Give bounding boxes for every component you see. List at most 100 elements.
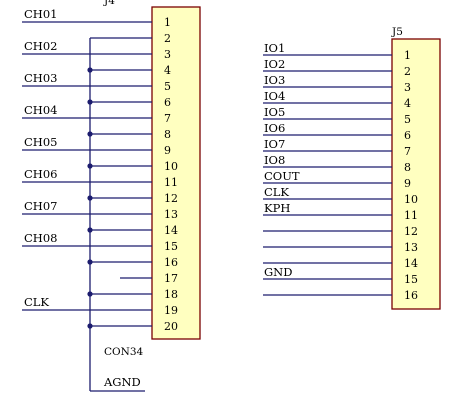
j4-pin-number: 16 [164,256,178,269]
j5-designator: J5 [391,26,403,38]
j5-pin-number: 9 [404,177,411,190]
j4-pin-row: 13 CH07 [22,199,178,221]
junction-dot [87,67,93,73]
j4-net-label: CH05 [24,135,57,149]
j4-pin-number: 9 [164,144,171,157]
j5-net-label: IO7 [264,137,285,151]
j5-pin-number: 4 [404,97,411,110]
j5-net-label: IO2 [264,57,285,71]
j4-pin-number: 13 [164,208,178,221]
j4-designator: J4 [103,0,115,7]
j4-pin-number: 1 [164,16,171,29]
j4-net-label: CH04 [24,103,57,117]
j4-pin-number: 3 [164,48,171,61]
j5-pin-row: 1 IO1 [263,41,411,62]
j4-pin-row: 5 CH03 [22,71,171,93]
j4-pin-number: 20 [164,320,178,333]
j5-pins: 1 IO1 2 IO2 3 IO3 4 IO4 5 IO5 6 IO6 7 IO7 8 IO8 9 COUT 10C… [263,41,418,302]
j4-pin-row: 9 CH05 [22,135,171,157]
j5-pin-number: 5 [404,113,411,126]
j4-pin-row: 3 CH02 [22,39,171,61]
j5-net-label: IO4 [264,89,285,103]
j5-pin-number: 3 [404,81,411,94]
j5-pin-number: 1 [404,49,411,62]
j4-pins: 1CH0123CH0245CH0367CH0489CH051011CH06121… [22,7,178,333]
j5-pin-row: 3 IO3 [263,73,411,94]
junction-dot [87,131,93,137]
j4-pin-number: 12 [164,192,178,205]
j4-net-label: CLK [24,295,49,309]
j4-pin-row: 11 CH06 [22,167,178,189]
j5-pin-row: 16 [263,289,418,302]
j5-pin-number: 14 [404,257,418,270]
j4-body [151,6,201,340]
j5-net-label: IO5 [264,105,285,119]
j5-pin-number: 2 [404,65,411,78]
j5-pin-row: 4 IO4 [263,89,411,110]
j4-pin-number: 10 [164,160,178,173]
j4-net-label: CH02 [24,39,57,53]
j4-pin-number: 11 [164,176,178,189]
j5-pin-number: 11 [404,209,418,222]
j4-pin-number: 18 [164,288,178,301]
j5-net-label: IO6 [264,121,285,135]
j5-pin-number: 6 [404,129,411,142]
j4-pin-number: 4 [164,64,171,77]
j5-net-label: CLK [264,185,289,199]
j4-part-label: CON34 [104,346,144,358]
j4-pin-number: 8 [164,128,171,141]
j5-pin-number: 13 [404,241,418,254]
j4-pin-number: 5 [164,80,171,93]
j5-net-label: COUT [264,169,300,183]
j4-pin-number: 15 [164,240,178,253]
j5-pin-row: 8 IO8 [263,153,411,174]
j5-pin-row: 12 [263,225,418,238]
j4-pin-row: 20 [87,320,178,333]
j4-pin-row: 12 [87,192,178,205]
junction-dot [87,99,93,105]
j5-body [391,38,441,310]
j5-pin-number: 8 [404,161,411,174]
j5-net-label: IO3 [264,73,285,87]
j4-pin-row: 6 [87,96,171,109]
j4-pin-row: 17 [120,272,178,285]
j5-net-label: IO8 [264,153,285,167]
j4-pin-row: 18 [87,288,178,301]
j5-pin-row: 5 IO5 [263,105,411,126]
j4-net-label: CH08 [24,231,57,245]
j5-pin-row: 15 GND [263,265,418,286]
j4-pin-number: 6 [164,96,171,109]
j5-net-label: GND [264,265,292,279]
j4-pin-number: 14 [164,224,178,237]
j4-pin-number: 2 [164,32,171,45]
j4-pin-row: 15 CH08 [22,231,178,253]
j4-net-label: CH03 [24,71,57,85]
j5-net-label: KPH [264,201,290,215]
j5-pin-number: 15 [404,273,418,286]
j4-pin-row: 8 [87,128,171,141]
junction-dot [87,291,93,297]
connector-j4: J4 AGND CON34 1CH0123CH0245CH0367CH0489C… [22,0,201,392]
junction-dot [87,163,93,169]
junction-dot [87,259,93,265]
j4-net-label: CH06 [24,167,57,181]
j5-pin-number: 7 [404,145,411,158]
j4-pin-row: 7 CH04 [22,103,171,125]
junction-dot [87,227,93,233]
junction-dot [87,195,93,201]
j4-pin-row: 10 [87,160,178,173]
j5-pin-number: 12 [404,225,418,238]
connector-j5: J5 1 IO1 2 IO2 3 IO3 4 IO4 5 IO5 6 IO6 7 IO7 8 IO8 9 COUT… [263,26,441,310]
j5-pin-number: 16 [404,289,418,302]
j4-pin-row: 4 [87,64,171,77]
j5-net-label: IO1 [264,41,285,55]
agnd-label: AGND [103,375,141,389]
j4-net-label: CH07 [24,199,57,213]
j5-pin-row: 7 IO7 [263,137,411,158]
j4-net-label: CH01 [24,7,57,21]
j5-pin-row: 11 KPH [263,201,418,222]
j5-pin-row: 14 [263,257,418,270]
j4-pin-number: 7 [164,112,171,125]
j4-pin-row: 14 [87,224,178,237]
